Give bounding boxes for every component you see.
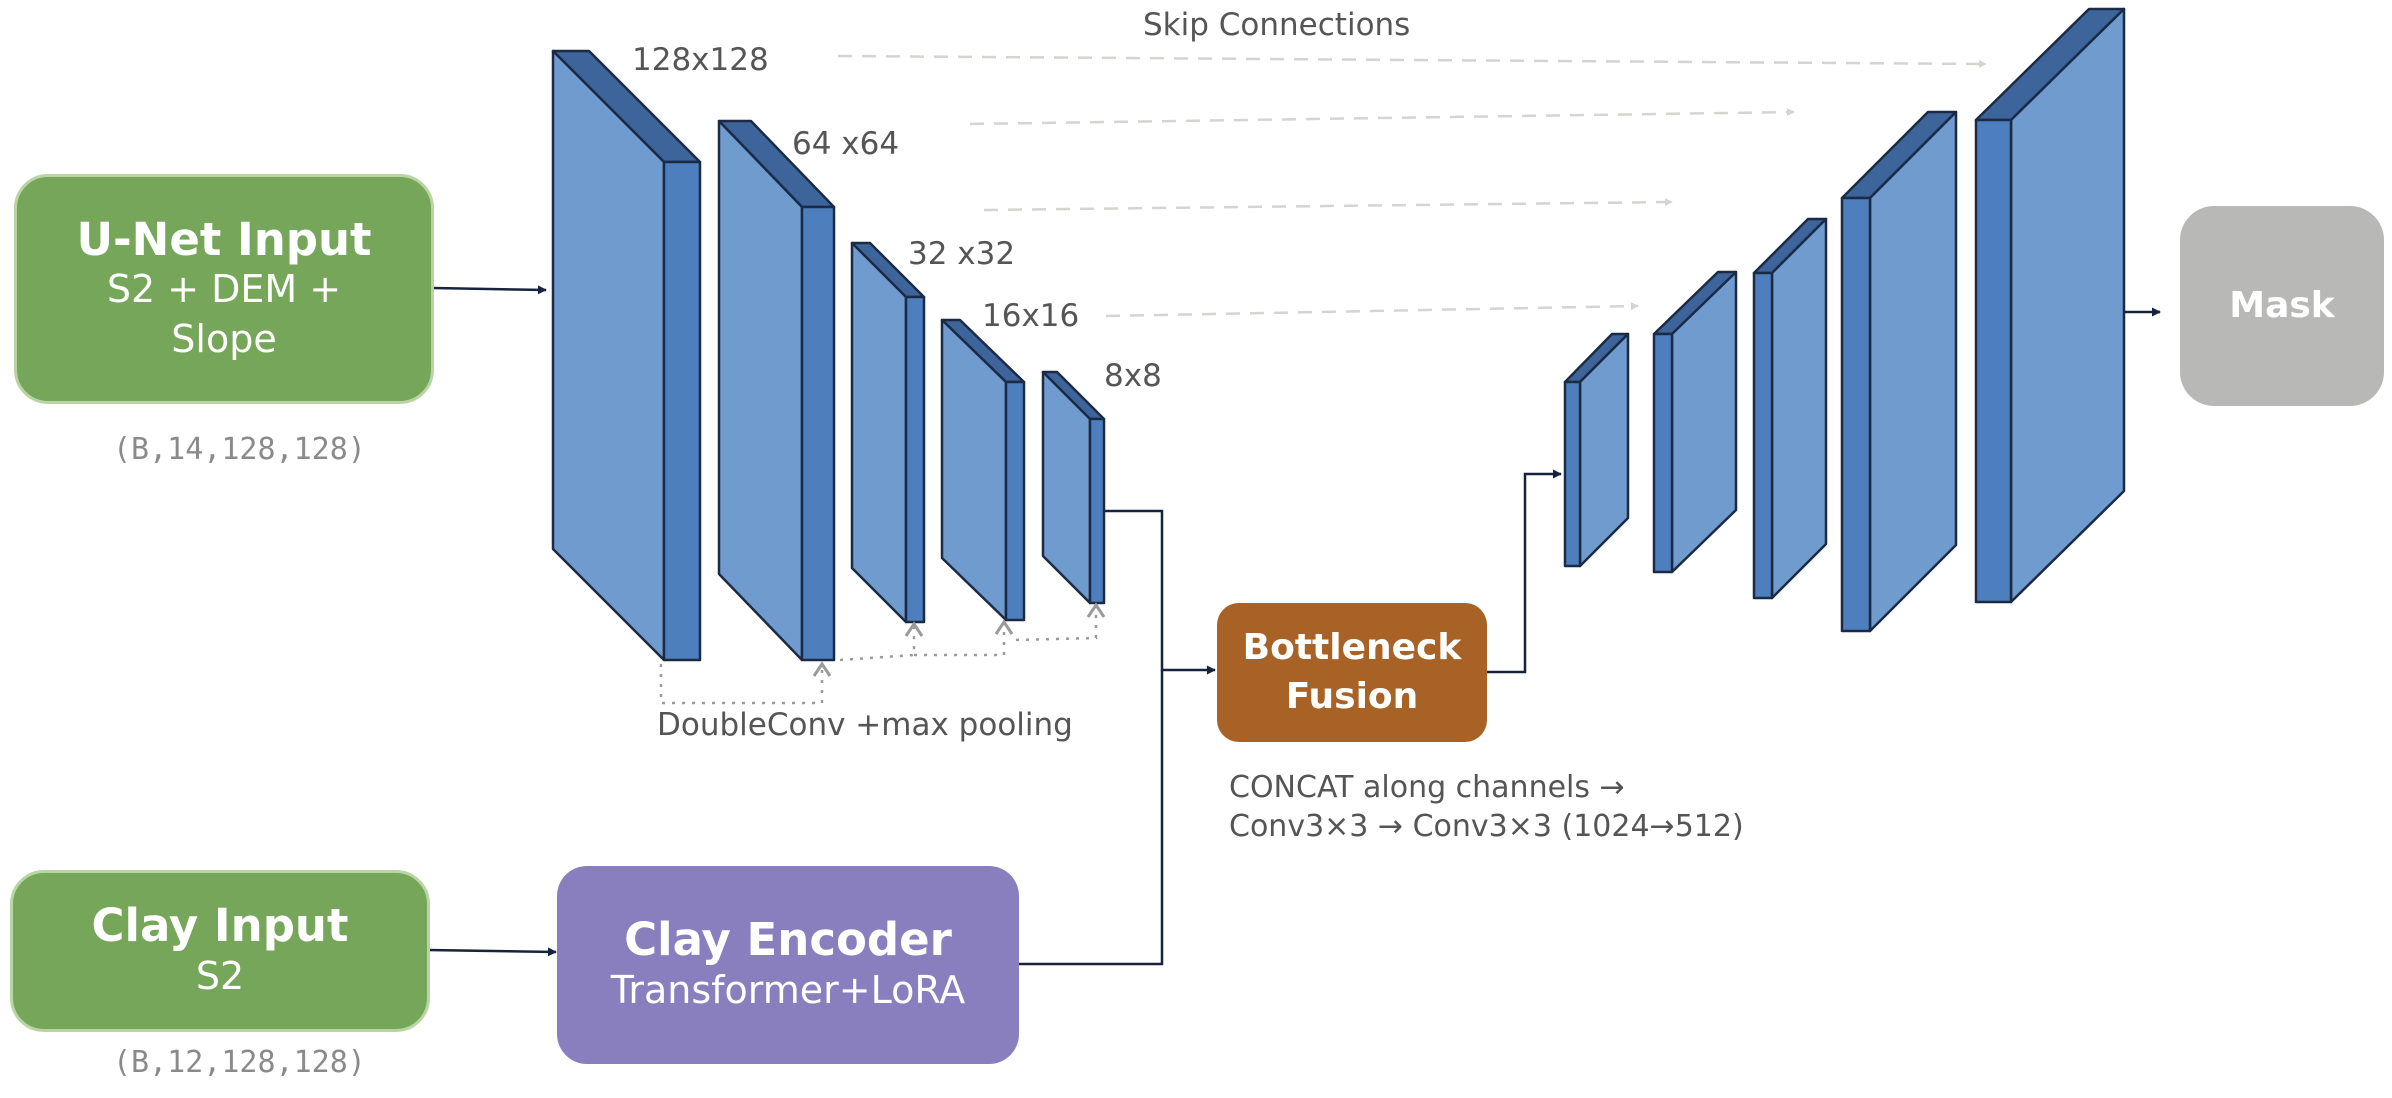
decoder-block-32 [1752,217,1828,600]
clay-input-box: Clay Input S2 [10,870,430,1032]
label-32x32: 32 x32 [908,236,1016,272]
bottleneck-note: CONCAT along channels → Conv3×3 → Conv3×… [1229,768,1744,846]
clay-encoder-box: Clay Encoder Transformer+LoRA [557,866,1019,1064]
arrow-clay-encoder-to-bottleneck [1018,670,1164,966]
skip-connections [837,54,1987,318]
clay-encoder-title: Clay Encoder [624,913,952,967]
bottleneck-title-line2: Fusion [1285,675,1419,717]
encoder-block-32 [850,241,926,624]
bottleneck-note-line2: Conv3×3 → Conv3×3 (1024→512) [1229,809,1744,844]
skip-connections-label: Skip Connections [1143,7,1411,43]
arrow-clay-input-to-encoder [427,947,557,957]
skip-arrow-16 [1105,302,1639,318]
encoder-block-128 [551,49,702,662]
unet-input-subtitle-line1: S2 + DEM + [106,267,342,312]
clay-input-subtitle: S2 [195,954,245,999]
clay-input-title: Clay Input [91,899,349,953]
pooling-arrowheads [812,602,1106,677]
encoder-blocks [551,49,1106,662]
mask-box: Mask [2180,206,2384,406]
unet-input-subtitle-line2: Slope [171,316,277,361]
decoder-block-128 [1974,7,2126,604]
label-16x16: 16x16 [982,298,1080,334]
arrow-bottleneck-to-decoder [1487,469,1562,674]
label-128x128: 128x128 [632,42,769,78]
skip-arrow-128 [837,54,1987,68]
encoder-block-8 [1041,370,1106,605]
skip-arrow-32 [983,198,1673,212]
clay-input-shape: (B,12,128,128) [113,1045,366,1080]
skip-arrow-64 [969,108,1795,126]
arrow-encoder-to-bottleneck [1105,509,1216,675]
unet-input-box: U-Net Input S2 + DEM + Slope [14,174,434,404]
clay-encoder-subtitle: Transformer+LoRA [610,968,966,1013]
decoder-blocks [1563,7,2126,633]
arrow-unet-to-encoder [432,285,547,295]
label-8x8: 8x8 [1104,358,1162,394]
encoder-block-64 [717,119,836,662]
bottleneck-fusion-box: Bottleneck Fusion [1217,603,1487,742]
decoder-block-64 [1840,110,1958,633]
encoder-block-16 [940,318,1026,622]
doubleconv-label: DoubleConv +max pooling [657,707,1073,743]
pooling-connectors [659,607,1098,705]
decoder-block-8 [1563,332,1630,568]
flow-arrows [427,285,2161,966]
bottleneck-title-line1: Bottleneck [1242,626,1462,668]
mask-label: Mask [2229,284,2335,326]
unet-input-shape: (B,14,128,128) [113,432,366,467]
label-64x64: 64 x64 [792,126,900,162]
decoder-block-16 [1652,270,1738,574]
bottleneck-note-line1: CONCAT along channels → [1229,770,1625,805]
unet-input-title: U-Net Input [76,212,372,266]
